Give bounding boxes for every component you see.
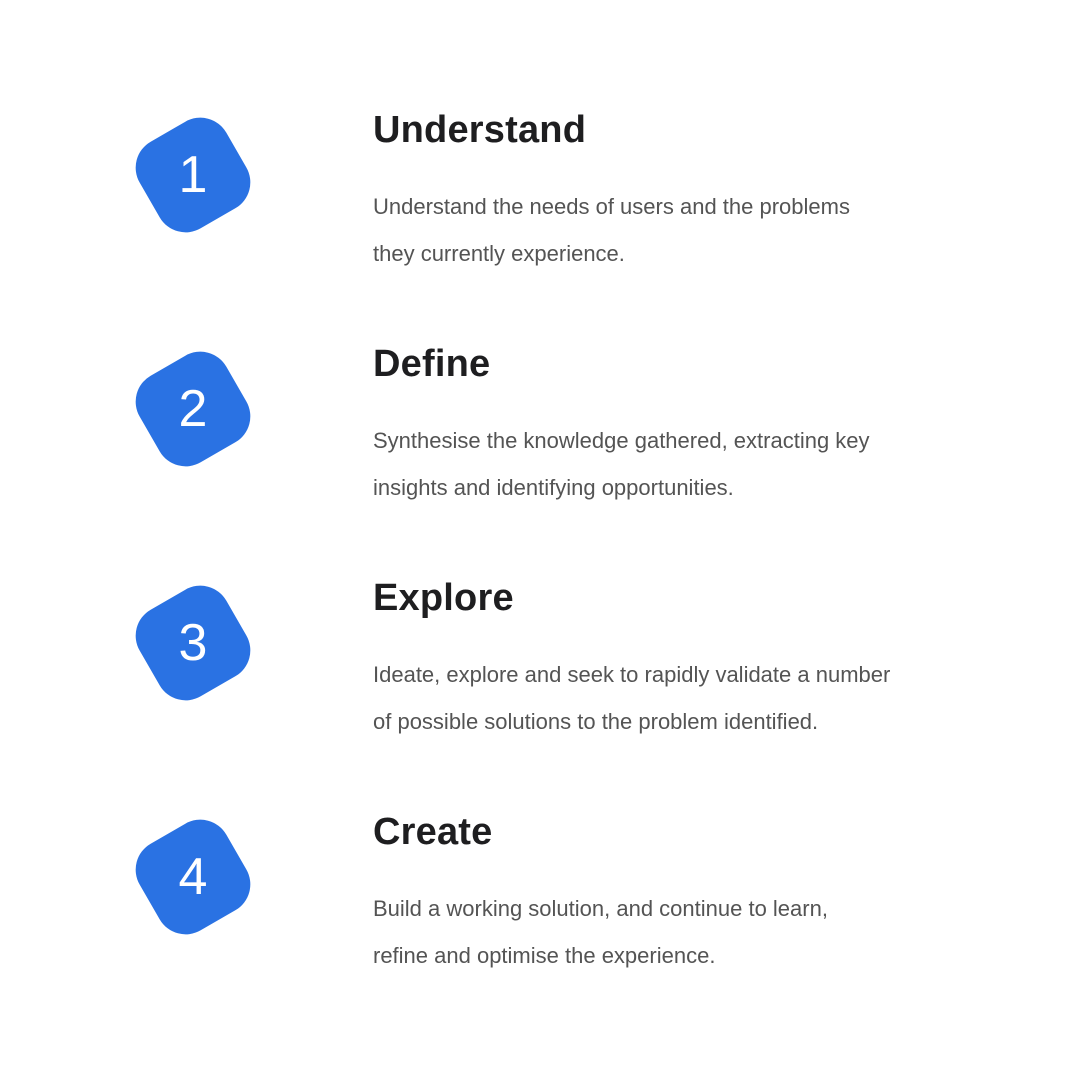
step-badge: 3 bbox=[117, 567, 269, 719]
step-badge: 1 bbox=[117, 99, 269, 251]
rounded-diamond-icon bbox=[135, 351, 251, 467]
step-description: Understand the needs of users and the pr… bbox=[373, 183, 993, 277]
step-understand: 1 Understand Understand the needs of use… bbox=[0, 99, 1092, 299]
step-badge: 4 bbox=[117, 801, 269, 953]
step-number: 3 bbox=[178, 614, 208, 672]
step-create: 4 Create Build a working solution, and c… bbox=[0, 801, 1092, 1001]
step-description: Ideate, explore and seek to rapidly vali… bbox=[373, 651, 993, 745]
description-line: of possible solutions to the problem ide… bbox=[373, 709, 819, 734]
rounded-diamond-icon bbox=[135, 585, 251, 701]
step-badge: 2 bbox=[117, 333, 269, 485]
step-title: Create bbox=[373, 811, 493, 853]
step-title: Explore bbox=[373, 577, 514, 619]
step-number: 4 bbox=[178, 848, 208, 906]
rounded-diamond-icon bbox=[135, 117, 251, 233]
step-number: 2 bbox=[178, 380, 208, 438]
step-number: 1 bbox=[178, 146, 208, 204]
step-title: Define bbox=[373, 343, 491, 385]
description-line: insights and identifying opportunities. bbox=[373, 475, 734, 500]
description-line: they currently experience. bbox=[373, 241, 625, 266]
description-line: Synthesise the knowledge gathered, extra… bbox=[373, 428, 870, 453]
description-line: Build a working solution, and continue t… bbox=[373, 896, 828, 921]
step-define: 2 Define Synthesise the knowledge gather… bbox=[0, 333, 1092, 533]
step-explore: 3 Explore Ideate, explore and seek to ra… bbox=[0, 567, 1092, 767]
rounded-diamond-icon bbox=[135, 819, 251, 935]
step-title: Understand bbox=[373, 109, 587, 151]
description-line: Ideate, explore and seek to rapidly vali… bbox=[373, 662, 891, 687]
description-line: Understand the needs of users and the pr… bbox=[373, 194, 850, 219]
description-line: refine and optimise the experience. bbox=[373, 943, 716, 968]
step-description: Build a working solution, and continue t… bbox=[373, 885, 993, 979]
step-description: Synthesise the knowledge gathered, extra… bbox=[373, 417, 993, 511]
